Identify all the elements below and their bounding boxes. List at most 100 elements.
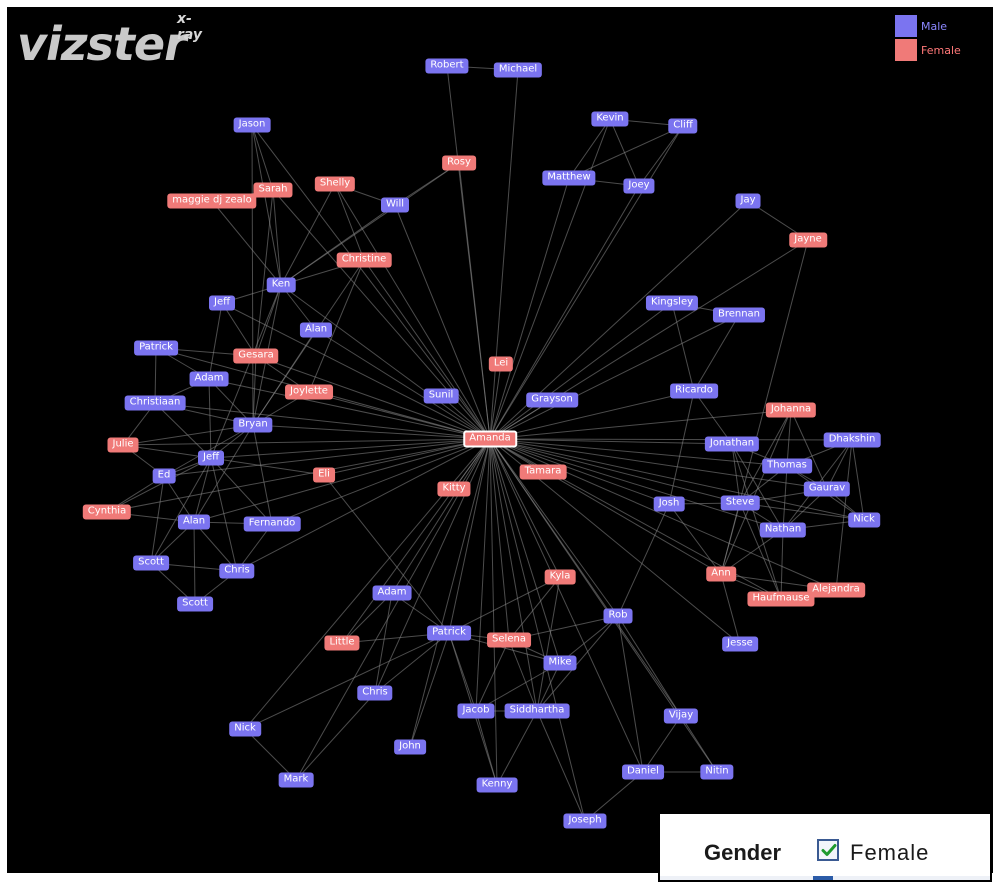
node-patrick2[interactable]: Patrick <box>427 625 471 641</box>
node-jonathan[interactable]: Jonathan <box>704 436 760 452</box>
node-scott2[interactable]: Scott <box>177 596 213 612</box>
node-daniel[interactable]: Daniel <box>622 764 664 780</box>
edge-amanda-siddhartha <box>489 438 538 712</box>
node-shelly[interactable]: Shelly <box>314 176 356 192</box>
node-matthew[interactable]: Matthew <box>542 170 596 186</box>
node-joylette[interactable]: Joylette <box>285 384 333 400</box>
node-little[interactable]: Little <box>324 635 360 651</box>
node-tamara[interactable]: Tamara <box>519 464 567 480</box>
edge-amanda-ricardo <box>489 390 695 440</box>
node-selena[interactable]: Selena <box>487 632 531 648</box>
edge-selena-jacob <box>475 639 510 712</box>
node-nick1[interactable]: Nick <box>848 512 880 528</box>
node-jay[interactable]: Jay <box>735 193 761 209</box>
node-scott1[interactable]: Scott <box>133 555 169 571</box>
node-rob[interactable]: Rob <box>603 608 633 624</box>
node-nitin[interactable]: Nitin <box>700 764 734 780</box>
node-kenny[interactable]: Kenny <box>476 777 518 793</box>
edge-nick2-mark <box>244 728 297 781</box>
node-julie[interactable]: Julie <box>107 437 139 453</box>
node-thomas[interactable]: Thomas <box>762 458 812 474</box>
node-eli[interactable]: Eli <box>313 467 335 483</box>
gender-checkbox[interactable] <box>817 839 839 861</box>
node-grayson[interactable]: Grayson <box>526 392 578 408</box>
node-john[interactable]: John <box>394 739 426 755</box>
edge-mike-jacob <box>475 662 561 712</box>
edge-amanda-alan2 <box>193 438 491 523</box>
node-ken[interactable]: Ken <box>266 277 296 293</box>
node-jesse[interactable]: Jesse <box>722 636 758 652</box>
node-josh[interactable]: Josh <box>653 496 685 512</box>
node-michael[interactable]: Michael <box>493 62 543 78</box>
edge-steve-nick1 <box>739 502 865 521</box>
edge-amanda-haufmause <box>489 438 782 600</box>
node-brennan[interactable]: Brennan <box>712 307 766 323</box>
edge-steve-haufmause <box>739 502 782 600</box>
node-nathan[interactable]: Nathan <box>759 522 807 538</box>
node-will[interactable]: Will <box>380 197 410 213</box>
node-dhakshin[interactable]: Dhakshin <box>823 432 881 448</box>
node-adam2[interactable]: Adam <box>372 585 412 601</box>
node-sunil[interactable]: Sunil <box>423 388 459 404</box>
node-jason[interactable]: Jason <box>233 117 271 133</box>
edge-amanda-ed <box>163 438 491 477</box>
node-chris2[interactable]: Chris <box>357 685 393 701</box>
node-jacob[interactable]: Jacob <box>457 703 495 719</box>
node-siddhartha[interactable]: Siddhartha <box>504 703 570 719</box>
edge-adam1-jeff2 <box>208 378 212 459</box>
node-adam1[interactable]: Adam <box>189 371 229 387</box>
node-mike[interactable]: Mike <box>543 655 577 671</box>
node-jayne[interactable]: Jayne <box>789 232 827 248</box>
node-fernando[interactable]: Fernando <box>243 516 301 532</box>
node-ricardo[interactable]: Ricardo <box>670 383 718 399</box>
edge-alan1-bryan <box>252 329 317 426</box>
node-maggie[interactable]: maggie dj zealo <box>167 193 257 209</box>
node-vijay[interactable]: Vijay <box>663 708 699 724</box>
node-nick2[interactable]: Nick <box>229 721 261 737</box>
edge-josh-ann <box>668 503 722 575</box>
edge-kingsley-ricardo <box>671 302 695 392</box>
node-alan1[interactable]: Alan <box>299 322 333 338</box>
node-gesara[interactable]: Gesara <box>233 348 279 364</box>
edge-amanda-kyla <box>489 438 561 578</box>
node-kingsley[interactable]: Kingsley <box>645 295 699 311</box>
node-chris1[interactable]: Chris <box>219 563 255 579</box>
edge-eli-patrick2 <box>323 474 450 634</box>
node-jeff2[interactable]: Jeff <box>198 450 224 466</box>
node-kevin[interactable]: Kevin <box>591 111 629 127</box>
node-christine[interactable]: Christine <box>336 252 392 268</box>
node-gaurav[interactable]: Gaurav <box>803 481 851 497</box>
node-jeff1[interactable]: Jeff <box>209 295 235 311</box>
node-haufmause[interactable]: Haufmause <box>747 591 815 607</box>
node-amanda[interactable]: Amanda <box>463 430 517 448</box>
node-rosy[interactable]: Rosy <box>442 155 476 171</box>
node-cynthia[interactable]: Cynthia <box>82 504 132 520</box>
node-joey[interactable]: Joey <box>623 178 655 194</box>
checkmark-icon <box>821 844 837 856</box>
node-ann[interactable]: Ann <box>706 566 736 582</box>
edge-amanda-gesara <box>255 355 491 440</box>
node-kyla[interactable]: Kyla <box>544 569 576 585</box>
edge-amanda-rob <box>489 438 619 617</box>
node-mark[interactable]: Mark <box>278 772 314 788</box>
node-christiaan[interactable]: Christiaan <box>124 395 186 411</box>
node-alan2[interactable]: Alan <box>177 514 211 530</box>
node-ed[interactable]: Ed <box>152 468 176 484</box>
edge-mike-siddhartha <box>536 662 561 712</box>
node-cliff[interactable]: Cliff <box>668 118 698 134</box>
node-patrick1[interactable]: Patrick <box>134 340 178 356</box>
node-lei[interactable]: Lei <box>488 356 514 372</box>
node-alejandra[interactable]: Alejandra <box>807 582 865 598</box>
node-kitty[interactable]: Kitty <box>437 481 471 497</box>
node-joseph[interactable]: Joseph <box>563 813 607 829</box>
node-sarah[interactable]: Sarah <box>253 182 293 198</box>
node-bryan[interactable]: Bryan <box>233 417 273 433</box>
node-robert[interactable]: Robert <box>425 58 469 74</box>
edge-siddhartha-joseph <box>536 710 586 822</box>
edge-johanna-steve <box>739 409 792 504</box>
edge-amanda-johanna <box>489 409 792 440</box>
node-steve[interactable]: Steve <box>720 495 760 511</box>
edge-shelly-christine <box>334 183 365 261</box>
node-johanna[interactable]: Johanna <box>765 402 817 418</box>
